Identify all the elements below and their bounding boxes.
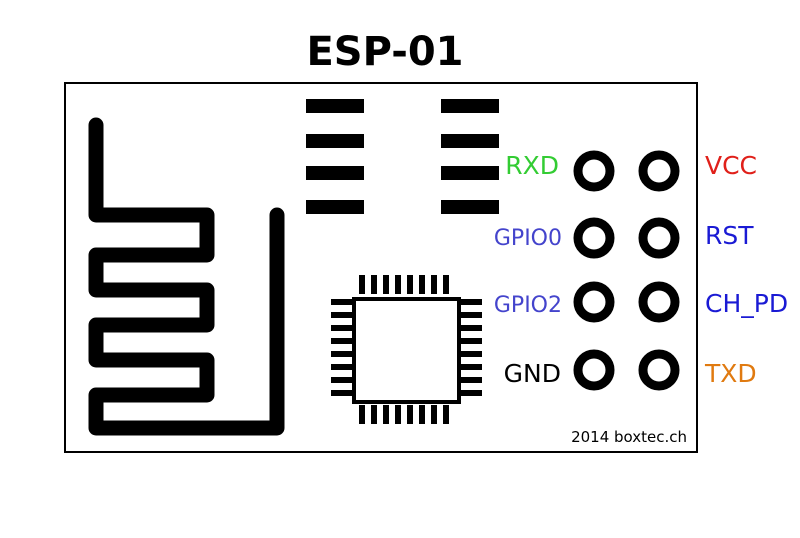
chip-pin <box>331 312 352 318</box>
chip-pin <box>359 405 365 424</box>
chip-pin <box>371 275 377 294</box>
pin-labels-left: RXD GPIO0 GPIO2 GND <box>494 151 562 388</box>
pad <box>306 166 364 180</box>
chip-pin <box>461 338 482 344</box>
chip-pin <box>461 351 482 357</box>
component-pads-left <box>306 99 364 214</box>
chip-body <box>352 297 461 404</box>
pin-label-gnd: GND <box>504 359 561 388</box>
chip-pin <box>371 405 377 424</box>
pad <box>441 166 499 180</box>
pin-label-rxd: RXD <box>505 151 559 180</box>
pad <box>306 200 364 214</box>
pad <box>306 134 364 148</box>
pad <box>441 99 499 113</box>
chip-pin <box>331 390 352 396</box>
chip-pin <box>419 405 425 424</box>
chip-pin <box>331 299 352 305</box>
header-pin-vcc <box>638 150 680 192</box>
chip-pin <box>331 377 352 383</box>
chip-pin <box>461 390 482 396</box>
pin-header <box>573 150 680 391</box>
chip-pin <box>431 275 437 294</box>
pin-label-gpio0: GPIO0 <box>494 226 562 251</box>
chip-pin <box>383 275 389 294</box>
chip-pin <box>331 325 352 331</box>
header-pin-gpio2 <box>573 281 615 323</box>
chip-pin <box>331 338 352 344</box>
pcb-antenna-trace <box>88 117 285 436</box>
chip-pin <box>461 325 482 331</box>
chip-pin <box>461 312 482 318</box>
header-pin-rst <box>638 217 680 259</box>
chip-pin <box>443 275 449 294</box>
chip-pin <box>395 275 401 294</box>
pin-label-gpio2: GPIO2 <box>494 293 562 318</box>
component-pads-right <box>441 99 499 214</box>
esp8266-chip <box>331 275 482 424</box>
chip-pin <box>331 351 352 357</box>
pin-label-ch-pd: CH_PD <box>705 289 788 318</box>
chip-pin <box>461 377 482 383</box>
pin-label-rst: RST <box>705 221 754 250</box>
header-pin-ch-pd <box>638 281 680 323</box>
pin-label-txd: TXD <box>704 359 757 388</box>
chip-pin <box>407 405 413 424</box>
header-pin-txd <box>638 349 680 391</box>
diagram-title: ESP-01 <box>306 29 463 75</box>
pad <box>306 99 364 113</box>
chip-pin <box>395 405 401 424</box>
chip-pin <box>407 275 413 294</box>
chip-pin <box>419 275 425 294</box>
chip-pin <box>461 299 482 305</box>
chip-pin <box>383 405 389 424</box>
chip-pin <box>359 275 365 294</box>
header-pin-gnd <box>573 349 615 391</box>
pin-labels-right: VCC RST CH_PD TXD <box>704 151 788 388</box>
pad <box>441 134 499 148</box>
header-pin-gpio0 <box>573 217 615 259</box>
chip-pin <box>443 405 449 424</box>
pin-label-vcc: VCC <box>705 151 757 180</box>
credit-text: 2014 boxtec.ch <box>571 428 687 446</box>
chip-pin <box>461 364 482 370</box>
chip-pin <box>431 405 437 424</box>
header-pin-rxd <box>573 150 615 192</box>
chip-pin <box>331 364 352 370</box>
pad <box>441 200 499 214</box>
